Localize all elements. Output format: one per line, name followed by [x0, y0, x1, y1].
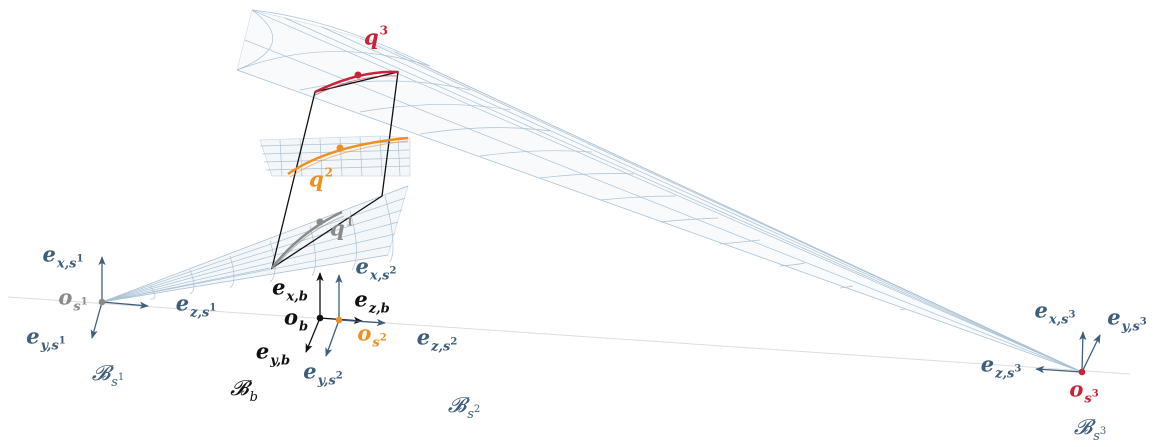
e-y-s2-label: ey,s2 [303, 358, 343, 389]
origin-b-point [316, 314, 324, 322]
sensor-1-fan-surface [101, 185, 409, 303]
q3-point [354, 71, 362, 79]
sensor-3-fan-rays [236, 9, 1083, 373]
e-z-s2-label: ez,s2 [416, 324, 458, 355]
e-y-s1-label: ey,s1 [26, 323, 66, 354]
origin-s3-point [1078, 368, 1086, 376]
o-s1-label: os1 [58, 284, 88, 315]
e-x-s2-label: ex,s2 [355, 253, 397, 284]
e-x-s1-label: ex,s1 [42, 241, 84, 272]
frame-s2-label: 𝓑s2 [447, 393, 481, 422]
sensor-3-fan-surface [236, 9, 1083, 373]
q2-label: q2 [308, 165, 334, 192]
e-z-b-label: ez,b [354, 286, 390, 317]
origin-s2-point [335, 316, 343, 324]
q2-point [336, 144, 344, 152]
e-x-b-label: ex,b [272, 274, 308, 305]
sensor-3-fan-arcs [236, 51, 907, 311]
o-b-label: ob [283, 304, 309, 335]
frame-s1-axes [90, 256, 149, 339]
e-y-b-label: ey,b [255, 338, 291, 369]
origin-s1-point [98, 298, 106, 306]
o-s3-label: os3 [1069, 376, 1099, 407]
e-z-s1-label: ez,s1 [175, 290, 217, 321]
frame-s3-label: 𝓑s3 [1073, 415, 1107, 444]
frame-b-label: 𝓑b [230, 376, 258, 405]
e-z-s3-label: ez,s3 [980, 351, 1022, 382]
q1-curve [271, 210, 343, 269]
q3-label: q3 [363, 23, 389, 50]
o-s2-label: os2 [357, 320, 387, 351]
frame-s3-axes [1035, 331, 1101, 374]
ground-baseline [7, 296, 1131, 375]
frame-s1-label: 𝓑s1 [91, 361, 125, 390]
e-y-s3-label: ey,s3 [1107, 304, 1147, 335]
q1-point [316, 218, 324, 226]
e-x-s3-label: ex,s3 [1034, 297, 1076, 328]
frame-s2-axes [325, 274, 386, 357]
q1-label: q1 [329, 214, 355, 241]
